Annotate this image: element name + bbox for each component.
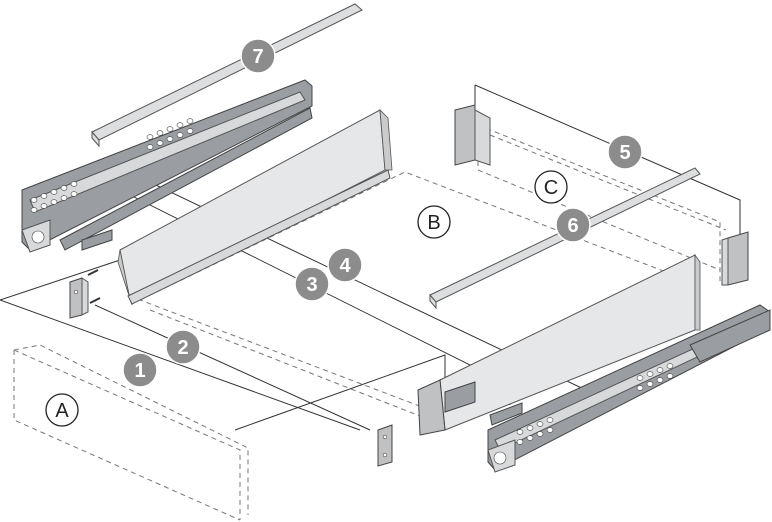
badge-part-1: 1 <box>122 352 158 388</box>
screws-left <box>87 269 101 304</box>
runner-clip-right <box>489 402 523 426</box>
left-runner <box>21 79 313 253</box>
badge-part-7: 7 <box>240 38 276 74</box>
badge-zone-c-label: C <box>544 177 558 199</box>
right-runner-holes <box>516 363 674 445</box>
badge-part-6: 6 <box>555 207 591 243</box>
front-panel-outline <box>13 344 249 521</box>
back-bracket-top <box>454 104 491 166</box>
front-fixing-bracket <box>377 424 393 467</box>
badge-part-1-label: 1 <box>134 360 145 382</box>
badge-zone-a: A <box>45 393 79 427</box>
badge-zone-a-label: A <box>55 400 69 422</box>
badge-zone-b-label: B <box>427 212 440 234</box>
left-runner-holes <box>30 118 194 213</box>
back-bracket-right <box>721 231 749 286</box>
badge-zone-c: C <box>534 170 568 204</box>
badge-part-2-label: 2 <box>177 337 188 359</box>
badge-part-4-label: 4 <box>339 255 351 277</box>
badge-part-4: 4 <box>327 247 363 283</box>
badge-part-5-label: 5 <box>619 142 630 164</box>
drawer-bottom-outline <box>138 171 702 421</box>
badge-part-2: 2 <box>165 329 201 365</box>
front-bracket-right <box>417 379 476 436</box>
badge-part-5: 5 <box>607 134 643 170</box>
runner-clip-left <box>81 229 113 251</box>
badge-part-3: 3 <box>294 266 330 302</box>
front-bracket-left <box>69 277 89 319</box>
badge-part-6-label: 6 <box>567 215 578 237</box>
badge-part-7-label: 7 <box>252 46 263 68</box>
badge-part-3-label: 3 <box>306 274 317 296</box>
right-runner <box>487 304 771 473</box>
badge-zone-b: B <box>417 205 451 239</box>
left-side-panel <box>117 108 393 306</box>
